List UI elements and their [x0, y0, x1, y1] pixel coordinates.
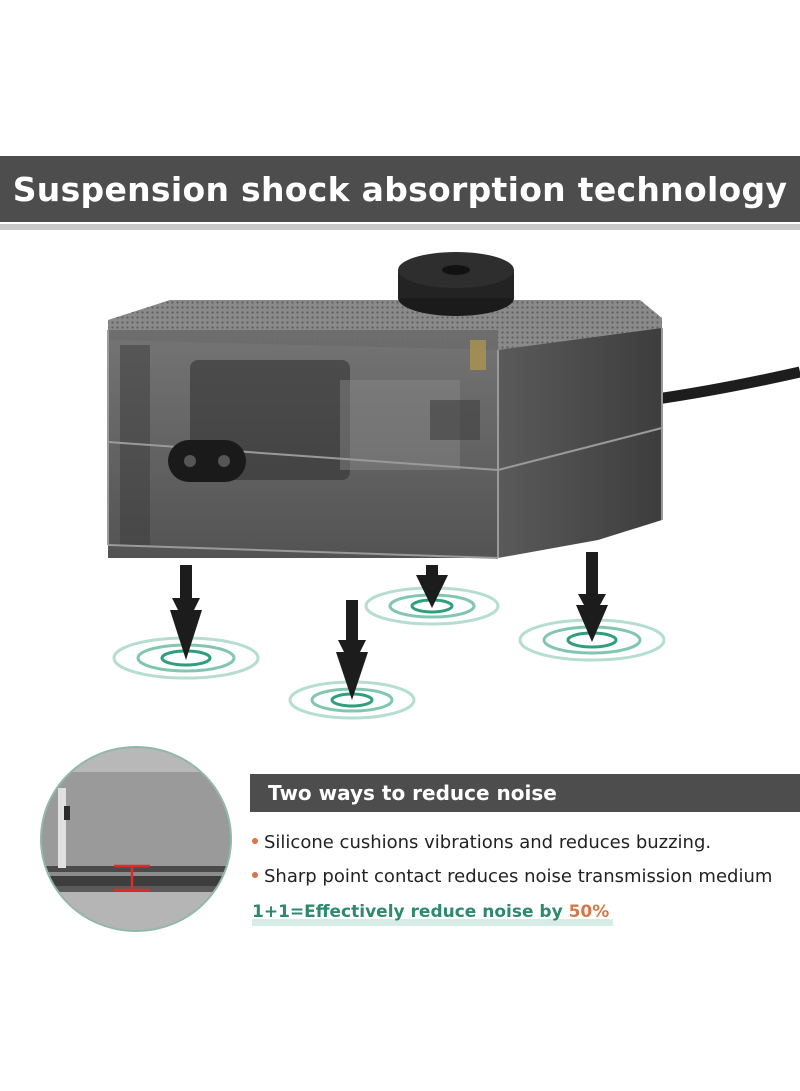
noise-reduction-summary: 1+1=Effectively reduce noise by 50% [252, 897, 614, 927]
list-item-text: Silicone cushions vibrations and reduces… [264, 832, 712, 853]
banner-underline [0, 224, 800, 230]
bullet-dot-icon [252, 872, 258, 878]
air-pump-product-image [107, 252, 800, 720]
summary-text: 1+1=Effectively reduce noise by [252, 902, 569, 922]
title-banner: Suspension shock absorption technology [0, 156, 800, 222]
section-title: Two ways to reduce noise [268, 781, 557, 805]
bullet-dot-icon [252, 838, 258, 844]
silicone-foot-icon [170, 552, 608, 700]
detail-zoom-inset [40, 746, 232, 932]
speed-knob-icon [398, 252, 514, 316]
feature-list: Silicone cushions vibrations and reduces… [252, 826, 800, 894]
page-title: Suspension shock absorption technology [12, 169, 788, 209]
summary-highlight [252, 919, 614, 926]
power-socket-icon [168, 440, 246, 482]
list-item: Sharp point contact reduces noise transm… [252, 860, 800, 894]
section-header: Two ways to reduce noise [250, 774, 800, 812]
list-item-text: Sharp point contact reduces noise transm… [264, 866, 773, 887]
summary-value: 50% [568, 902, 610, 922]
list-item: Silicone cushions vibrations and reduces… [252, 826, 800, 860]
